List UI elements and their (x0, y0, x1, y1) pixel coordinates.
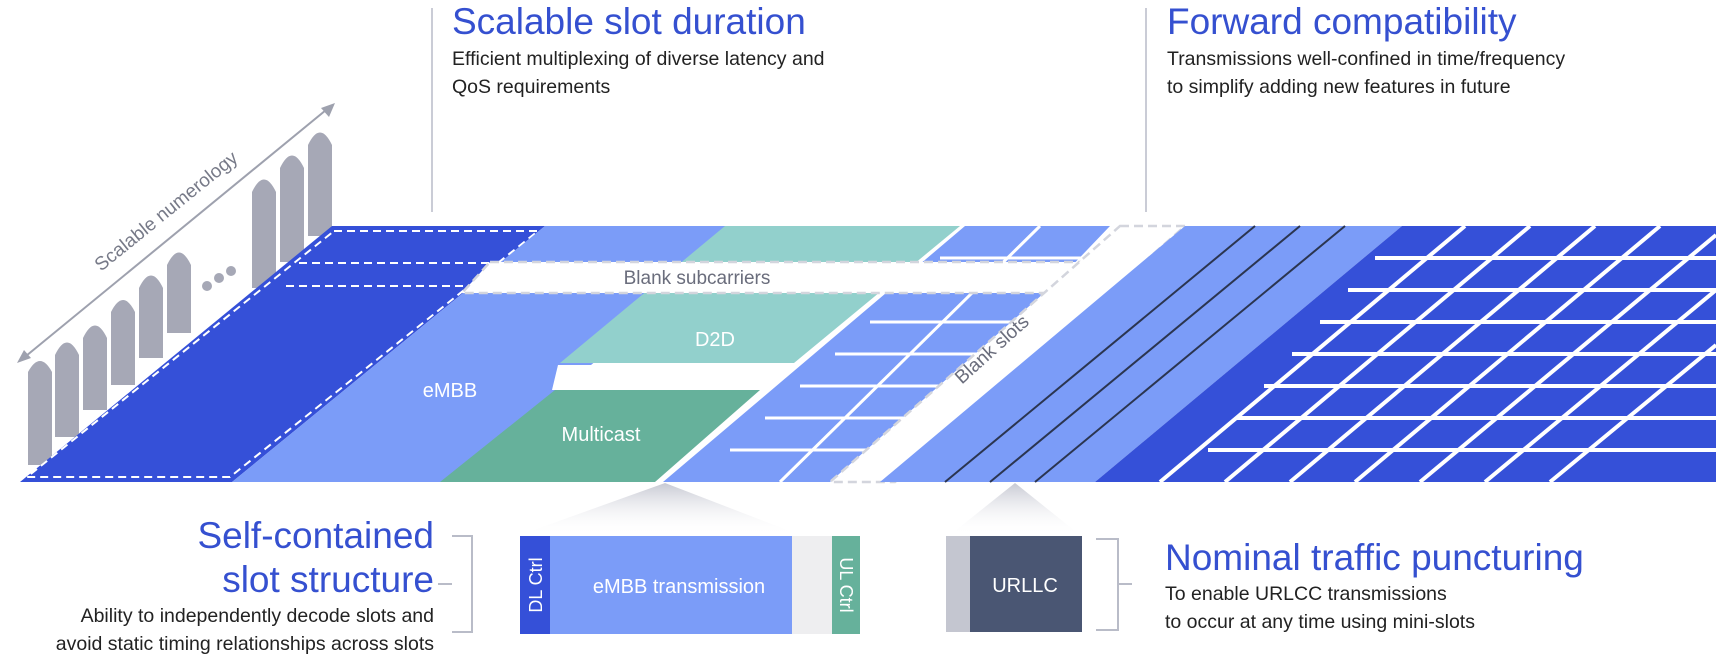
multicast-region (440, 390, 760, 482)
puncturing-title: Nominal traffic puncturing (1165, 537, 1584, 578)
pulse-shape (252, 179, 276, 288)
forward-compat-desc-1: Transmissions well-confined in time/freq… (1167, 48, 1566, 70)
pulse-shape (139, 275, 163, 358)
embb-transmission-block (550, 536, 792, 634)
zoom-fan-left (520, 483, 800, 535)
ul-ctrl-block (832, 536, 860, 634)
urllc-structure (946, 536, 1082, 632)
guard-period (792, 536, 832, 634)
multicast-label: Multicast (562, 424, 641, 446)
punctured-slot-block (946, 536, 970, 632)
pulse-shape (111, 300, 135, 385)
puncturing-desc-2: to occur at any time using mini-slots (1165, 611, 1475, 633)
pulse-shape (28, 361, 52, 465)
numerology-arrow (17, 103, 335, 363)
d2d-label: D2D (695, 329, 735, 351)
dark-slot-block (20, 226, 545, 482)
urllc-label: URLLC (992, 575, 1058, 597)
dl-ctrl-block (520, 536, 550, 634)
numerology-pulses (28, 132, 332, 465)
dl-ctrl-label: DL Ctrl (526, 557, 546, 612)
slot-structure (520, 536, 860, 634)
zoom-fan-right (950, 483, 1080, 535)
ellipsis-dot (202, 281, 212, 291)
scalable-slot-title: Scalable slot duration (452, 1, 806, 42)
embb-transmission-label: eMBB transmission (593, 576, 765, 598)
embb-label: eMBB (423, 380, 477, 402)
puncturing-desc-1: To enable URLCC transmissions (1165, 583, 1447, 605)
slot-gap (552, 365, 798, 390)
bracket-left (438, 535, 473, 633)
scalable-slot-desc-2: QoS requirements (452, 76, 611, 98)
forward-compat-title: Forward compatibility (1167, 1, 1517, 42)
pulse-shape (83, 325, 107, 410)
ellipsis-dot (226, 266, 236, 276)
d2d-region (560, 226, 960, 363)
self-contained-title-2: slot structure (222, 559, 434, 600)
ellipsis-dot (214, 273, 224, 283)
scalable-numerology-label: Scalable numerology (91, 147, 242, 275)
blank-subcarriers-band (459, 260, 1143, 295)
bracket-right (1096, 538, 1132, 631)
self-contained-desc-1: Ability to independently decode slots an… (80, 605, 434, 627)
pulse-shape (167, 252, 191, 333)
pulse-shape (55, 342, 79, 437)
urllc-block (970, 536, 1082, 632)
scalable-slot-desc-1: Efficient multiplexing of diverse latenc… (452, 48, 825, 70)
urllc-slot-region (880, 225, 1402, 483)
self-contained-title-1: Self-contained (197, 515, 434, 556)
ul-ctrl-label: UL Ctrl (836, 557, 856, 612)
pulse-shape (280, 155, 304, 262)
future-slot-grid (1095, 224, 1716, 484)
self-contained-desc-2: avoid static timing relationships across… (55, 633, 434, 655)
pulse-shape (308, 132, 332, 236)
forward-compat-desc-2: to simplify adding new features in futur… (1167, 76, 1511, 98)
blank-subcarriers-label: Blank subcarriers (624, 268, 771, 289)
